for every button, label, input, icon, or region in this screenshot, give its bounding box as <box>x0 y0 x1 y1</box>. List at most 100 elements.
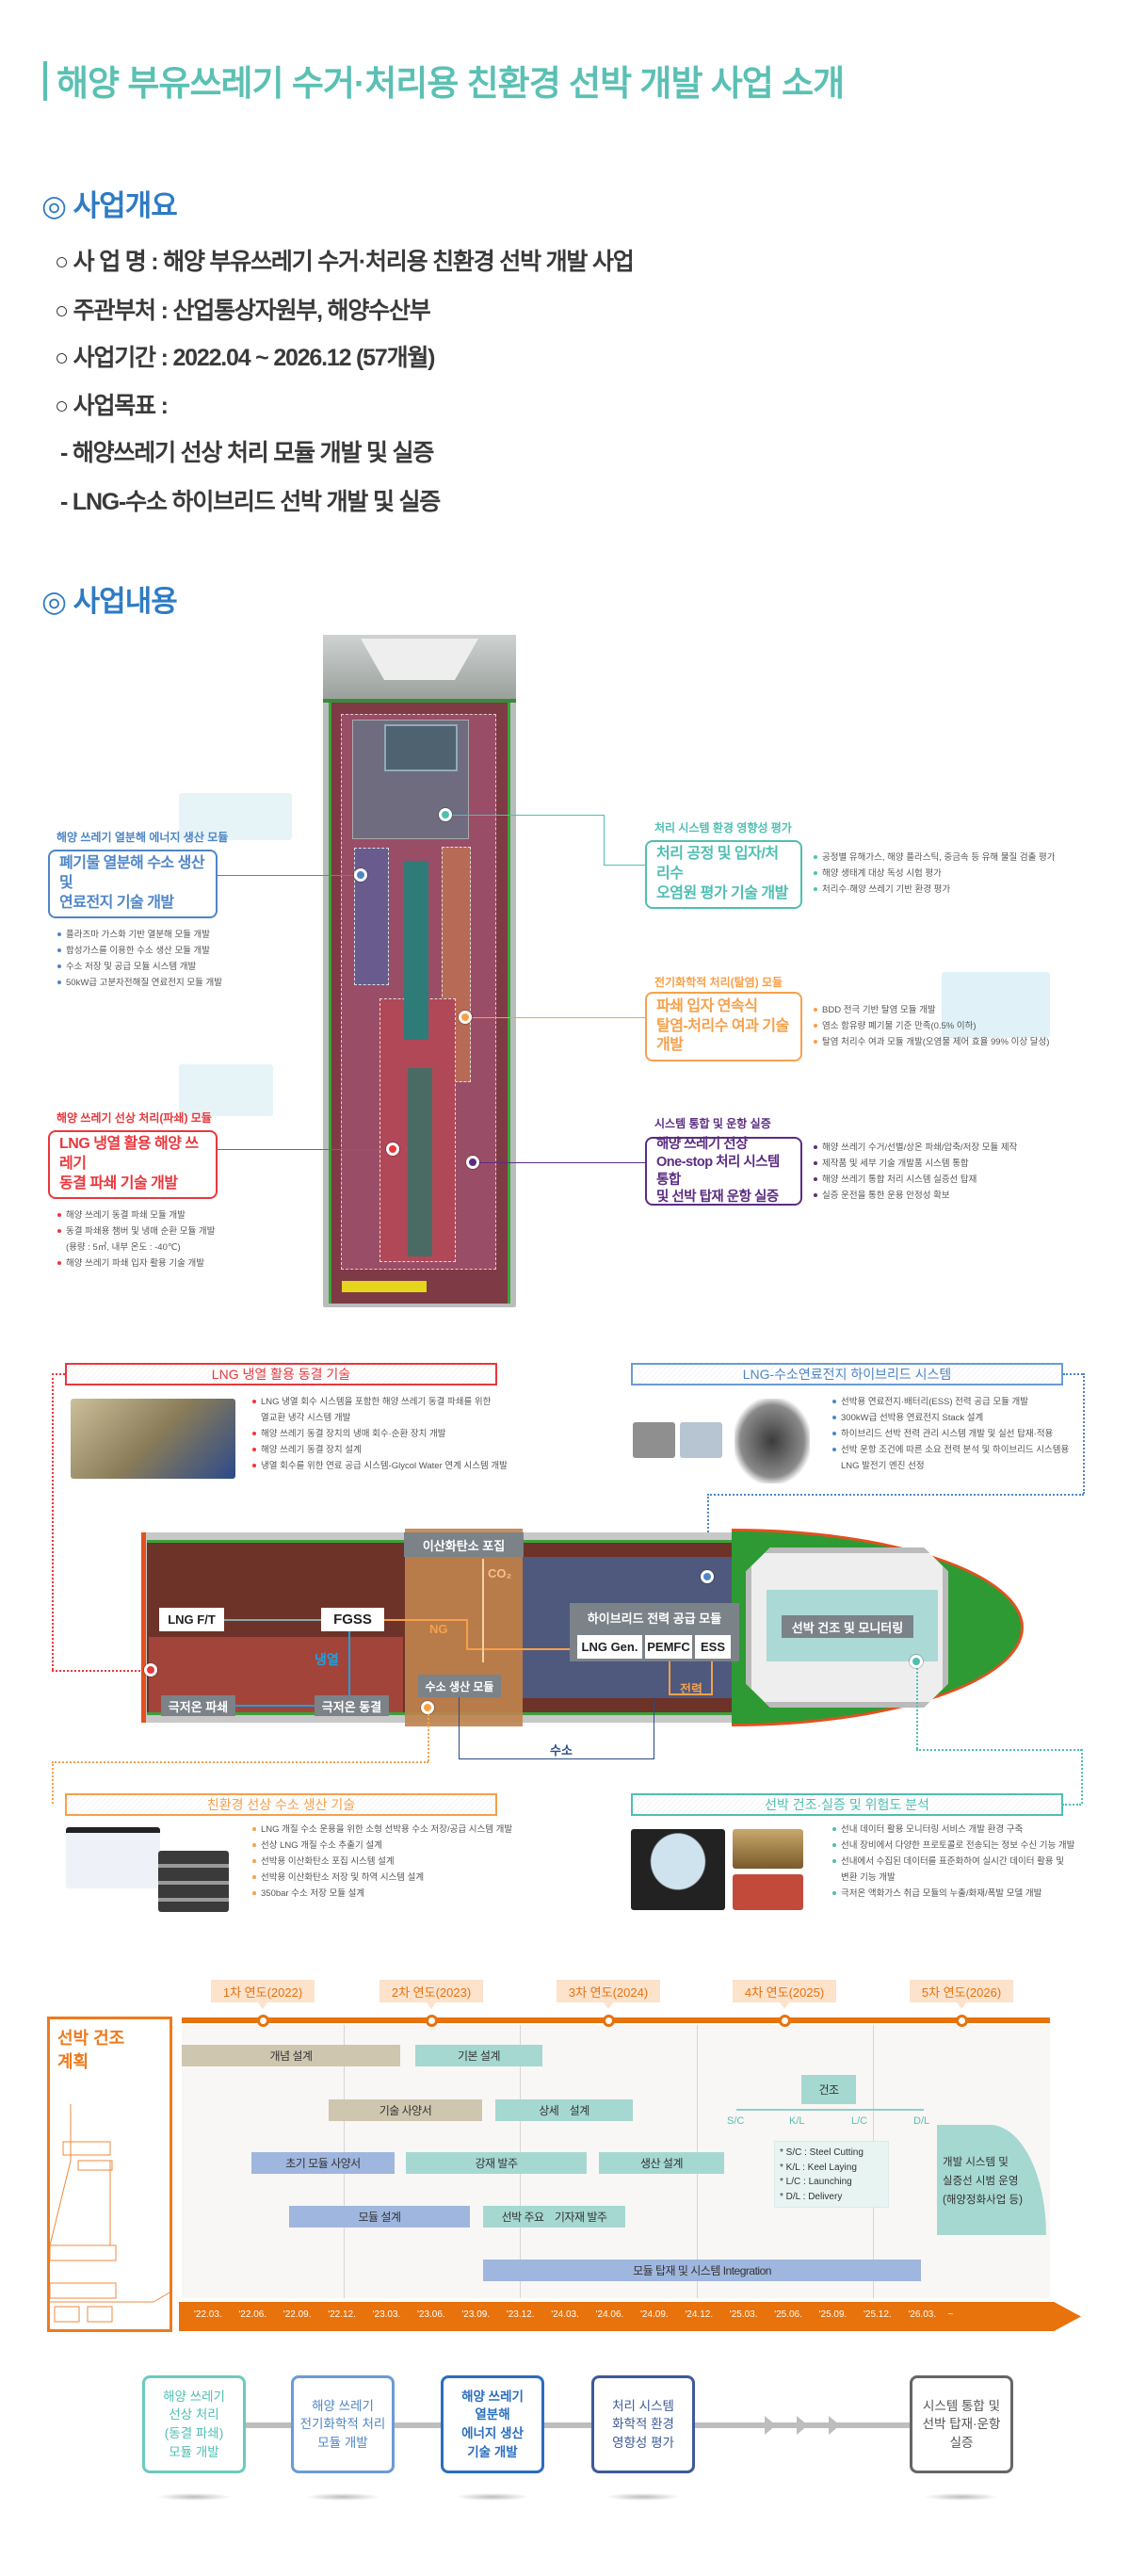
cryo-crush-label: 극저온 파쇄 <box>161 1695 235 1716</box>
module-title-box: 처리 공정 및 입자/처리수 오염원 평가 기술 개발 <box>645 840 802 909</box>
dotted-connector <box>52 1761 428 1763</box>
tick-label: '22.03. <box>194 2309 222 2320</box>
fuelcell-image <box>633 1422 675 1458</box>
dotted-connector <box>52 1670 144 1672</box>
machinery <box>408 1068 432 1256</box>
tick-label: '24.03. <box>551 2309 579 2320</box>
co2-label: CO₂ <box>488 1566 512 1580</box>
cold-energy-label: 냉열 <box>315 1652 339 1667</box>
ng-label: NG <box>429 1622 448 1636</box>
dotted-connector <box>428 1714 429 1761</box>
build-monitor-label: 선박 건조 및 모니터링 <box>782 1615 913 1638</box>
tick-label: '25.12. <box>864 2309 892 2320</box>
tick-label: '22.09. <box>282 2309 312 2320</box>
year-marker <box>426 2015 438 2027</box>
bullet-item: 선박 운항 조건에 따른 소요 전력 분석 및 하이브리드 시스템용 LNG 발… <box>832 1442 1069 1474</box>
bullet-item: 해양 쓰레기 동결 장치의 냉매 회수·순환 장치 개발 <box>252 1426 508 1442</box>
legend-item: * K/L : Keel Laying <box>780 2162 857 2173</box>
ship-plan-panel: 선박 건조 계획 <box>47 2017 172 2332</box>
bullet-item: 공정별 유해가스, 해양 플라스틱, 중금속 등 유해 물질 검출 평가 <box>814 850 1056 866</box>
tick-label: '23.09. <box>461 2309 491 2320</box>
module-label: 시스템 통합 및 운항 실증 <box>654 1117 771 1130</box>
arrow-icon <box>797 2416 808 2435</box>
bullet-item: 300kW급 선박용 연료전지 Stack 설계 <box>832 1410 1069 1426</box>
bullet-item: 50kW급 고분자전해질 연료전지 모듈 개발 <box>57 975 222 991</box>
bullet-item: 해양 쓰레기 동결 파쇄 모듈 개발 <box>57 1207 215 1223</box>
marker-dot-blue <box>354 868 367 882</box>
milestone-label: D/L <box>913 2115 930 2127</box>
flow-step: 시스템 통합 및 선박 탑재·운항 실증 <box>910 2375 1013 2473</box>
bullet-item: 선상 LNG 개질 수소 추출기 설계 <box>252 1838 512 1854</box>
tech-header: LNG-수소연료전지 하이브리드 시스템 <box>631 1363 1063 1385</box>
h2-tank-image <box>158 1851 229 1912</box>
milestone-label: K/L <box>789 2115 805 2127</box>
bridge-simulator-image <box>631 1829 725 1910</box>
co2-line <box>482 1559 484 1662</box>
module-label: 해양 쓰레기 열분해 에너지 생산 모듈 <box>56 831 229 844</box>
tech-header: 선박 건조·실증 및 위험도 분석 <box>631 1793 1063 1816</box>
pyrolysis-module-image <box>179 793 292 840</box>
bullet-item: LNG 개질 수소 운용을 위한 소형 선박용 수소 저장/공급 시스템 개발 <box>252 1822 512 1838</box>
connector-line <box>471 1017 645 1018</box>
gantt-bar: 초기 모듈 사양서 <box>251 2152 395 2174</box>
bullet-item: 해양 생태계 대상 독성 시험 평가 <box>814 866 1056 882</box>
crane <box>342 1281 427 1292</box>
marker-dot-blue <box>701 1570 714 1583</box>
shadow <box>156 2493 232 2501</box>
bullet-item: 선박용 이산화탄소 포집 시스템 설계 <box>252 1854 512 1870</box>
bullet-item: 350bar 수소 저장 모듈 설계 <box>252 1886 512 1902</box>
bullet-item: 염소 함유량 폐기물 기준 만족(0.5% 이하) <box>814 1018 1049 1034</box>
year-label: 4차 연도(2025) <box>733 1980 836 2009</box>
fgss-label: FGSS <box>321 1608 384 1631</box>
bullet-item: 선박용 연료전지·배터리(ESS) 전력 공급 모듈 개발 <box>832 1394 1069 1410</box>
bullet-item: 제작품 및 세부 기술 개발품 시스템 통합 <box>814 1156 1017 1172</box>
tick-label: '23.06. <box>417 2309 445 2320</box>
year-marker <box>779 2015 791 2027</box>
bullet-item: 실증 운전을 통한 운용 안정성 확보 <box>814 1188 1017 1204</box>
gantt-bar: 모듈 설계 <box>289 2206 470 2228</box>
bullet-item: 동결 파쇄용 챔버 및 냉매 순환 모듈 개발 (용량 : 5㎥, 내부 온도 … <box>57 1223 215 1256</box>
page-title-text: 해양 부유쓰레기 수거·처리용 친환경 선박 개발 사업 소개 <box>56 64 845 103</box>
ng-line <box>466 1619 468 1648</box>
year-marker <box>603 2015 615 2027</box>
bullet-item: 수소 저장 및 공급 모듈 시스템 개발 <box>57 959 222 975</box>
page-title: 해양 부유쓰레기 수거·처리용 친환경 선박 개발 사업 소개 <box>43 55 845 105</box>
module-title-box: LNG 냉열 활용 해양 쓰레기 동결 파쇄 기술 개발 <box>48 1130 218 1199</box>
desalination-module-image <box>942 972 1050 1038</box>
gantt-bar: 개념 설계 <box>182 2045 400 2066</box>
tick-label: '25.06. <box>774 2309 802 2320</box>
dotted-connector <box>1081 1749 1083 1804</box>
tech-header: 친환경 선상 수소 생산 기술 <box>65 1793 497 1816</box>
fuelcell-image <box>680 1422 722 1458</box>
marker-dot-orange <box>459 1011 472 1024</box>
bullet-item: 해양 쓰레기 수거/선별/상온 파쇄/압축/저장 모듈 제작 <box>814 1140 1017 1156</box>
tick-label: '24.12. <box>685 2309 714 2320</box>
module-label: 처리 시스템 환경 영향성 평가 <box>654 821 792 834</box>
bullet-item: 해양 쓰레기 파쇄 입자 활용 기술 개발 <box>57 1256 215 1272</box>
overview-heading: ◎ 사업개요 <box>41 189 178 222</box>
period-arrow <box>179 2302 1081 2331</box>
connector-line <box>604 865 645 866</box>
process-diagram-image <box>66 1827 160 1888</box>
ng-line <box>384 1619 466 1621</box>
ess-label: ESS <box>695 1635 731 1659</box>
risk-model-image <box>733 1874 803 1910</box>
bullet-list: LNG 냉열 회수 시스템을 포함한 해양 쓰레기 동결 파쇄를 위한 열교환 … <box>252 1394 508 1474</box>
bullet-item: 선박용 이산화탄소 저장 및 하역 시스템 설계 <box>252 1870 512 1886</box>
flow-step: 해양 쓰레기 열분해 에너지 생산 기술 개발 <box>441 2375 544 2473</box>
hydrogen-label: 수소 <box>546 1741 576 1758</box>
milestone-legend: * S/C : Steel Cutting * K/L : Keel Layin… <box>774 2141 889 2208</box>
content-heading: ◎ 사업내용 <box>41 585 178 618</box>
build-box: 건조 <box>801 2075 856 2104</box>
cold-line <box>348 1631 350 1695</box>
shadow <box>305 2493 380 2501</box>
marker-dot-red <box>386 1142 399 1156</box>
bullet-item: 선내 데이터 활용 모니터링 서비스 개발 환경 구축 <box>832 1822 1074 1838</box>
hybrid-module-label: 하이브리드 전력 공급 모듈 <box>587 1612 722 1626</box>
lng-gen-label: LNG Gen. <box>577 1635 642 1659</box>
milestone-label: L/C <box>851 2115 868 2127</box>
arrow-icon <box>765 2416 776 2435</box>
tick-label: '23.12. <box>506 2309 535 2320</box>
